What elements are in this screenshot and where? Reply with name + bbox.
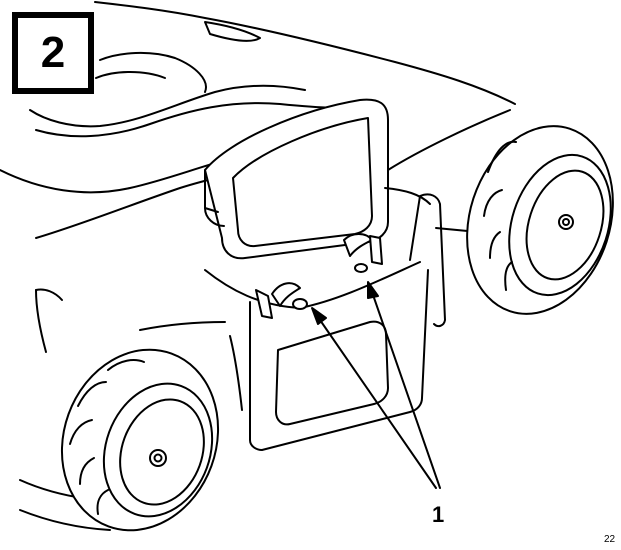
callout-label-1: 1	[432, 502, 445, 527]
figure-reference: 22	[604, 534, 616, 545]
callout-arrows	[311, 281, 441, 489]
bracket-clips	[255, 233, 383, 319]
rear-right-wheel	[466, 125, 614, 315]
step-number: 2	[40, 28, 66, 77]
step-number-box: 2	[12, 12, 94, 94]
mower-deck	[0, 1, 516, 531]
front-left-wheel	[60, 348, 220, 532]
rear-bracket	[204, 98, 389, 260]
